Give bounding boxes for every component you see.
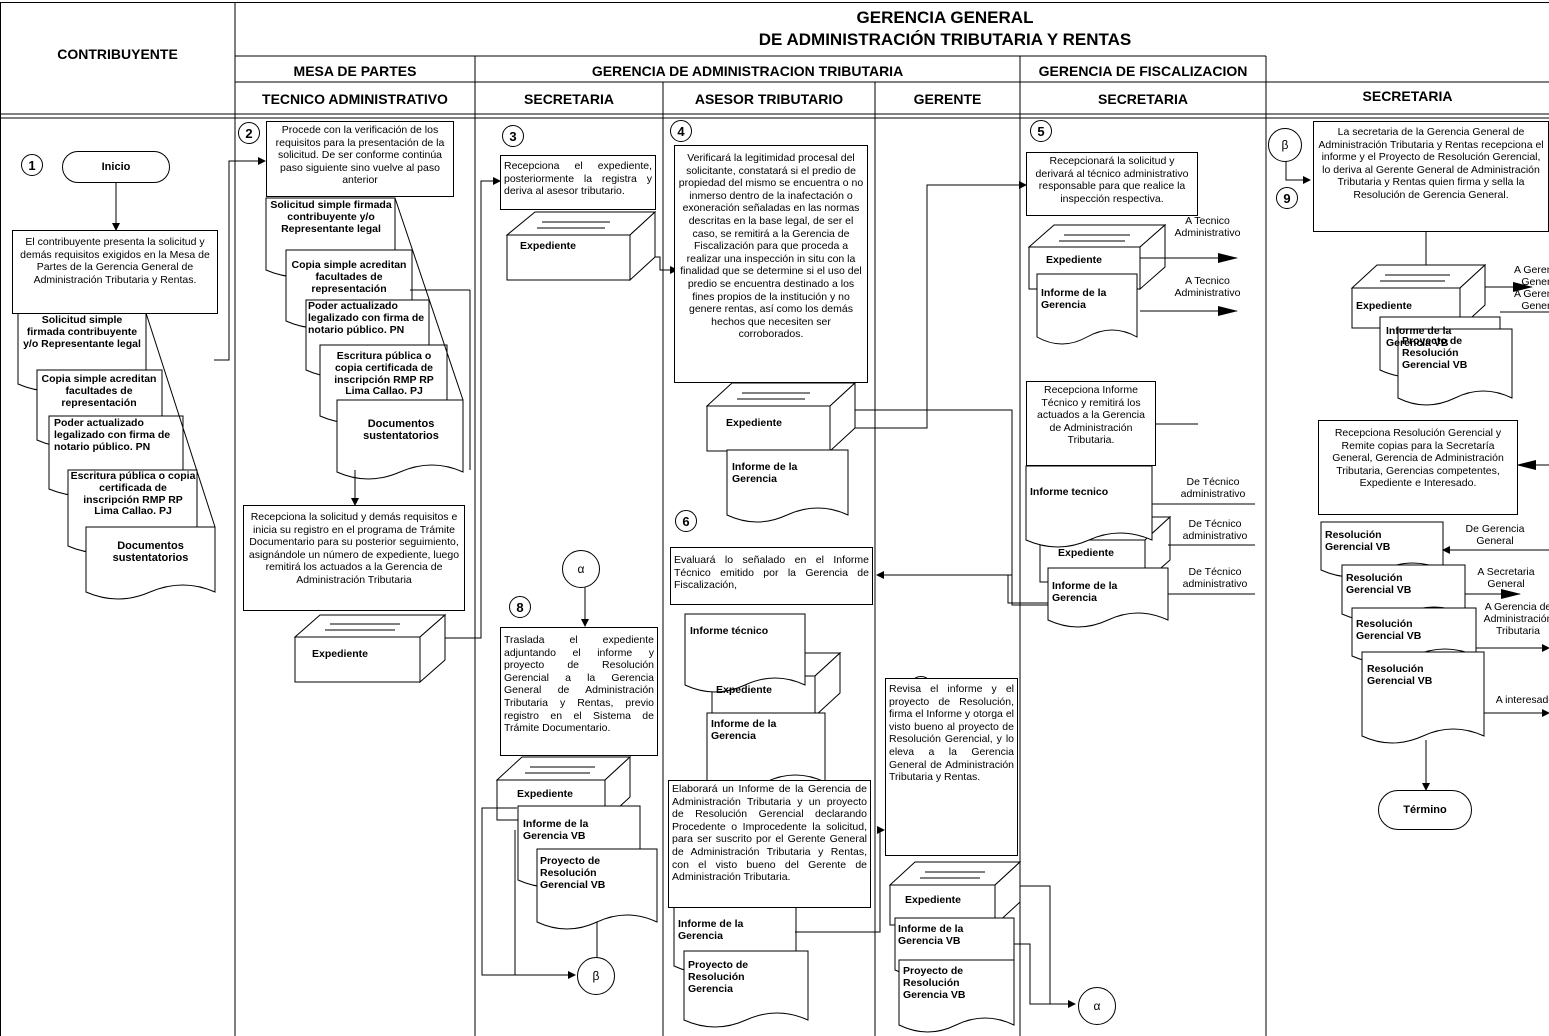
header-gf: GERENCIA DE FISCALIZACION: [1038, 63, 1248, 79]
doc-escritura-2: Escritura pública o copia certificada de…: [334, 350, 434, 398]
doc-copia-2: Copia simple acreditan facultades de rep…: [291, 259, 407, 295]
arrow-label-de-tecnico-1: De Técnico administrativo: [1180, 476, 1246, 501]
arrow-label-de-gerencia-general: De Gerencia General: [1465, 523, 1525, 548]
process-box-step-1: El contribuyente presenta la solicitud y…: [12, 230, 218, 314]
step-number-2: 2: [238, 122, 260, 144]
doc-poder: Poder actualizado legalizado con firma d…: [54, 417, 171, 453]
doc-expediente-gf-1: Expediente: [1046, 254, 1103, 266]
process-box-step-2b: Recepciona la solicitud y demás requisit…: [243, 505, 465, 611]
doc-informe-gerencia-asesor-3: Informe de la Gerencia: [678, 918, 744, 942]
doc-proyecto-vb-sec: Proyecto de Resolución Gerencial VB: [540, 855, 606, 891]
process-box-step-3: Recepciona el expediente, posteriormente…: [500, 155, 656, 210]
arrow-label-a-tecnico-1: A Tecnico Administrativo: [1174, 215, 1241, 240]
doc-expediente-asesor: Expediente: [726, 417, 783, 429]
step-number-3: 3: [502, 125, 524, 147]
process-box-step-8: Traslada el expediente adjuntando el inf…: [500, 627, 658, 756]
arrow-label-a-gat: A Gerencia de Administración Tributaria: [1483, 601, 1549, 638]
connector-beta-top: β: [1268, 128, 1302, 162]
doc-expediente-gerente: Expediente: [905, 894, 962, 906]
arrow-label-a-interesado: A interesado: [1495, 694, 1549, 706]
process-box-step-7: Revisa el informe y el proyecto de Resol…: [885, 678, 1018, 856]
doc-expediente-asesor-2: Expediente: [716, 684, 773, 696]
step-number-5: 5: [1030, 120, 1052, 142]
doc-resolucion-vb-3: Resolución Gerencial VB: [1356, 618, 1422, 642]
doc-informe-gerencia-asesor: Informe de la Gerencia: [732, 461, 798, 485]
doc-proyecto-vb-gg: Proyecto de Resolución Gerencial VB: [1402, 335, 1468, 371]
process-box-step-6: Evaluará lo señalado en el Informe Técni…: [670, 547, 873, 605]
process-box-step-9b: Recepciona Resolución Gerencial y Remite…: [1318, 420, 1518, 515]
doc-informe-gerencia-gf-2: Informe de la Gerencia: [1052, 580, 1118, 604]
process-box-step-4: Verificará la legitimidad procesal del s…: [674, 145, 868, 383]
arrow-label-a-gerencia-general-1: A Gerencia General: [1514, 264, 1549, 289]
step-number-1: 1: [21, 154, 43, 176]
arrow-label-a-tecnico-2: A Tecnico Administrativo: [1174, 275, 1241, 300]
connector-alpha-top: α: [562, 550, 600, 588]
process-box-step-5: Recepcionará la solicitud y derivará al …: [1026, 152, 1198, 216]
arrow-label-de-tecnico-3: De Técnico administrativo: [1182, 566, 1248, 591]
doc-informe-gerencia-vb-ger: Informe de la Gerencia VB: [898, 923, 964, 947]
header-asesor: ASESOR TRIBUTARIO: [694, 91, 844, 107]
arrow-label-a-gerencia-general-2: A Gerencia General: [1514, 288, 1549, 313]
doc-docs-sustentatorios-2: Documentos sustentatorios: [363, 418, 439, 443]
header-ggatr-line2: DE ADMINISTRACIÓN TRIBUTARIA Y RENTAS: [758, 30, 1132, 49]
header-secretaria-gg: SECRETARIA: [1362, 88, 1453, 104]
header-secretaria-gf: SECRETARIA: [1098, 91, 1188, 107]
doc-resolucion-vb-4: Resolución Gerencial VB: [1367, 663, 1433, 687]
header-tecnico-admin: TECNICO ADMINISTRATIVO: [262, 91, 448, 107]
step-number-6: 6: [675, 510, 697, 532]
terminal-termino: Término: [1378, 790, 1472, 830]
doc-proyecto-gerencia-vb: Proyecto de Resolución Gerencia VB: [903, 965, 966, 1001]
arrow-label-a-secretaria-general: A Secretaria General: [1477, 566, 1535, 591]
doc-resolucion-vb-1: Resolución Gerencial VB: [1325, 529, 1391, 553]
doc-solicitud: Solicitud simple firmada contribuyente y…: [23, 314, 141, 350]
doc-expediente-gg: Expediente: [1356, 300, 1413, 312]
process-box-step-9: La secretaria de la Gerencia General de …: [1313, 121, 1549, 232]
doc-docs-sustentatorios: Documentos sustentatorios: [112, 540, 189, 565]
doc-escritura: Escritura pública o copia certificada de…: [70, 470, 196, 518]
doc-poder-2: Poder actualizado legalizado con firma d…: [308, 300, 425, 336]
doc-informe-gerencia-vb-gg: Informe de la Gerencia VB: [1386, 325, 1452, 349]
doc-informe-gerencia-asesor-2: Informe de la Gerencia: [711, 718, 777, 742]
header-secretaria-gat: SECRETARIA: [524, 91, 614, 107]
doc-expediente-gf-2: Expediente: [1058, 547, 1115, 559]
terminal-inicio: Inicio: [62, 151, 170, 183]
doc-expediente-secretaria-2: Expediente: [517, 788, 574, 800]
doc-informe-tecnico-asesor: Informe técnico: [690, 625, 769, 637]
doc-resolucion-vb-2: Resolución Gerencial VB: [1346, 572, 1412, 596]
step-number-4: 4: [670, 120, 692, 142]
step-number-8: 8: [509, 596, 531, 618]
process-box-step-2: Procede con la verificación de los requi…: [266, 121, 454, 197]
doc-solicitud-2: Solicitud simple firmada contribuyente y…: [270, 199, 392, 235]
header-gerente: GERENTE: [913, 91, 982, 107]
arrow-label-de-tecnico-2: De Técnico administrativo: [1182, 518, 1248, 543]
doc-expediente-mesa: Expediente: [312, 648, 369, 660]
header-mesa-partes: MESA DE PARTES: [293, 63, 417, 79]
process-box-step-6b: Elaborará un Informe de la Gerencia de A…: [668, 780, 871, 908]
doc-expediente-secretaria-gat: Expediente: [520, 240, 577, 252]
doc-copia: Copia simple acreditan facultades de rep…: [41, 373, 157, 409]
doc-informe-gerencia-gf: Informe de la Gerencia: [1041, 287, 1107, 311]
doc-informe-tecnico-gf: Informe tecnico: [1030, 486, 1109, 498]
step-number-9: 9: [1276, 187, 1298, 209]
header-gat: GERENCIA DE ADMINISTRACION TRIBUTARIA: [591, 63, 904, 79]
doc-proyecto-gerencia: Proyecto de Resolución Gerencia: [688, 959, 749, 995]
header-contribuyente: CONTRIBUYENTE: [57, 46, 178, 62]
header-ggatr-line1: GERENCIA GENERAL: [856, 8, 1034, 27]
connector-alpha-bottom: α: [1078, 987, 1116, 1025]
doc-informe-gerencia-vb-sec: Informe de la Gerencia VB: [523, 818, 589, 842]
connector-beta-bottom: β: [577, 957, 615, 995]
process-box-step-5b: Recepciona Informe Técnico y remitirá lo…: [1026, 381, 1156, 466]
